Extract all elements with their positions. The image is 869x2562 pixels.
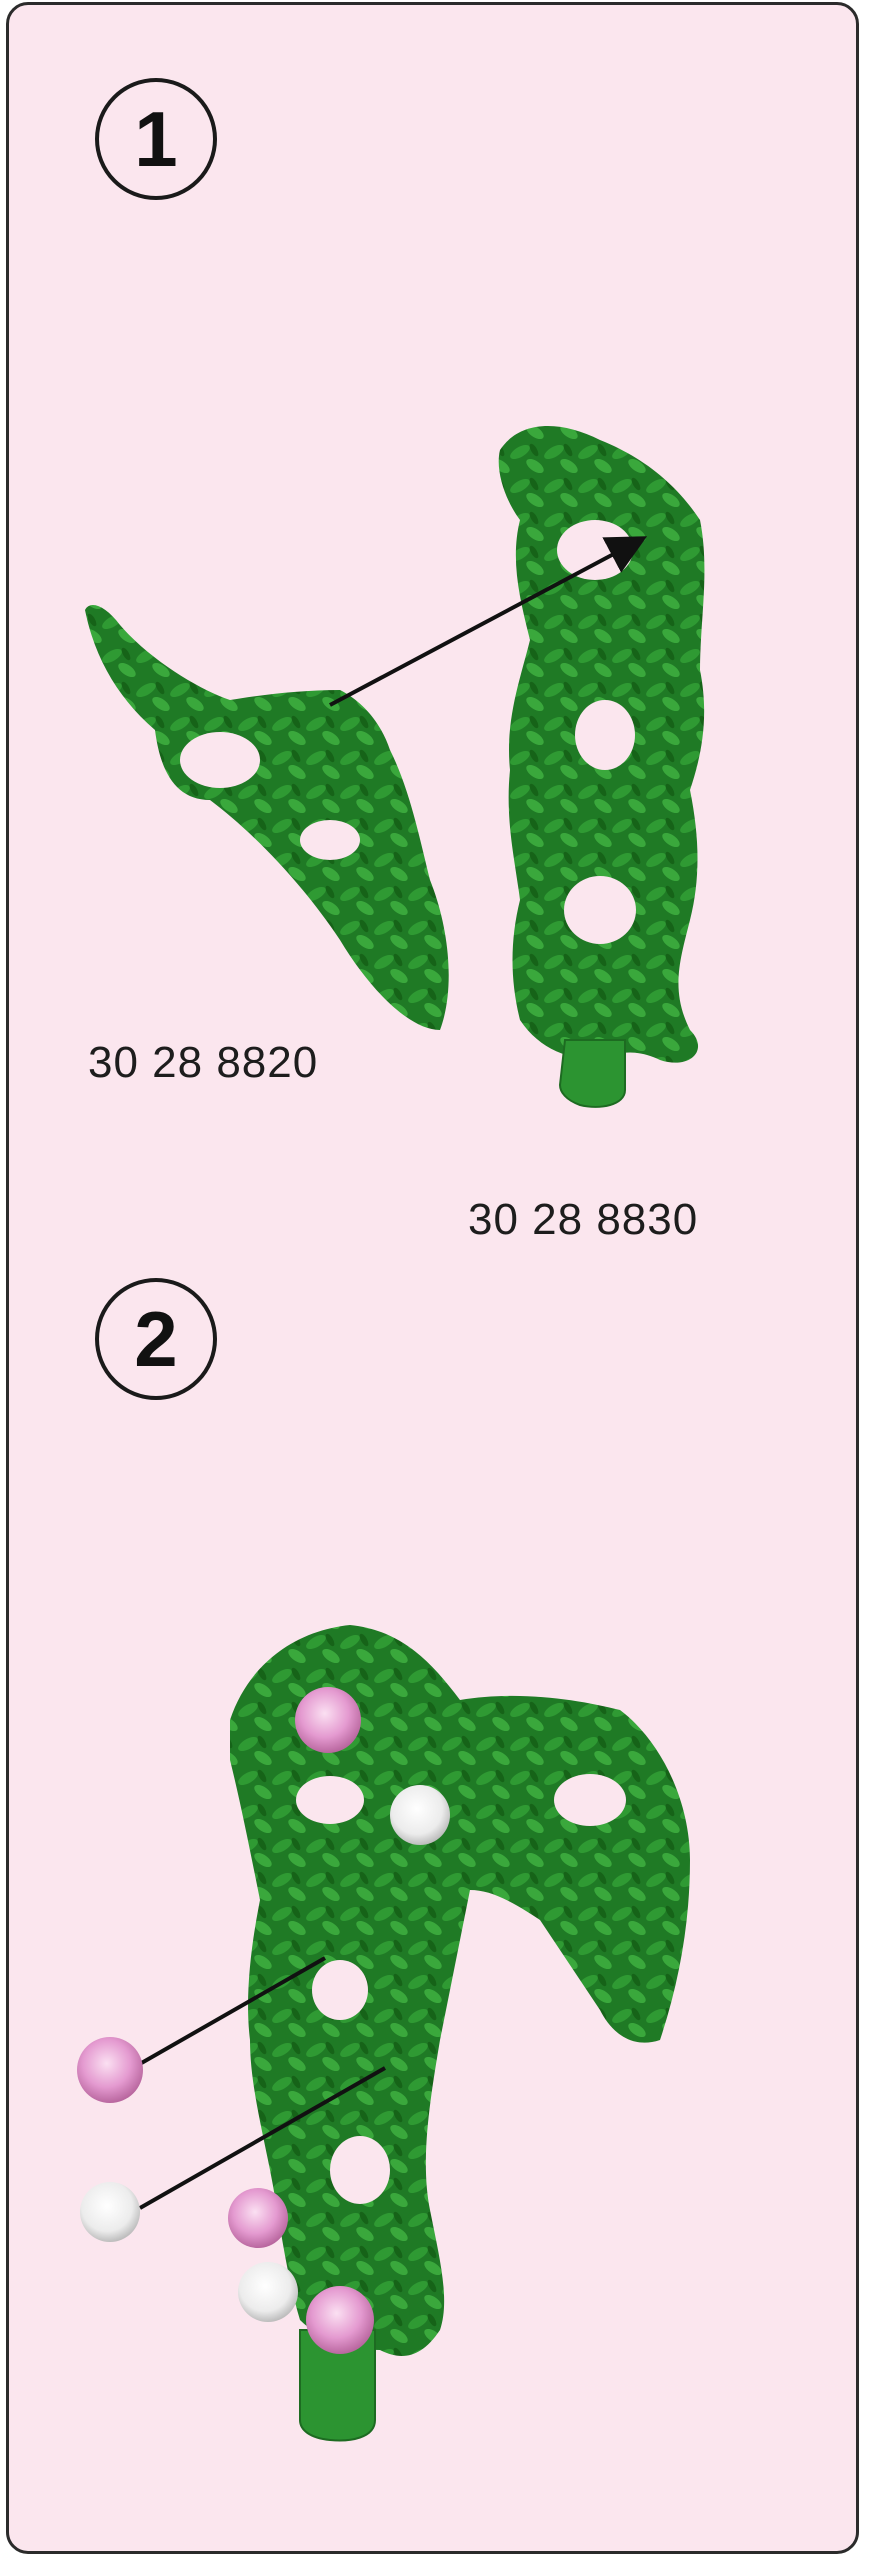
- white-rose-2: [238, 2262, 298, 2322]
- pink-rose-1: [295, 1687, 361, 1753]
- pink-rose-3: [306, 2286, 374, 2354]
- assembled-rose-bush: [230, 1625, 690, 2440]
- loose-white-rose: [80, 2182, 140, 2242]
- white-rose-1: [390, 1785, 450, 1845]
- loose-pink-rose: [77, 2037, 143, 2103]
- pink-rose-2: [228, 2188, 288, 2248]
